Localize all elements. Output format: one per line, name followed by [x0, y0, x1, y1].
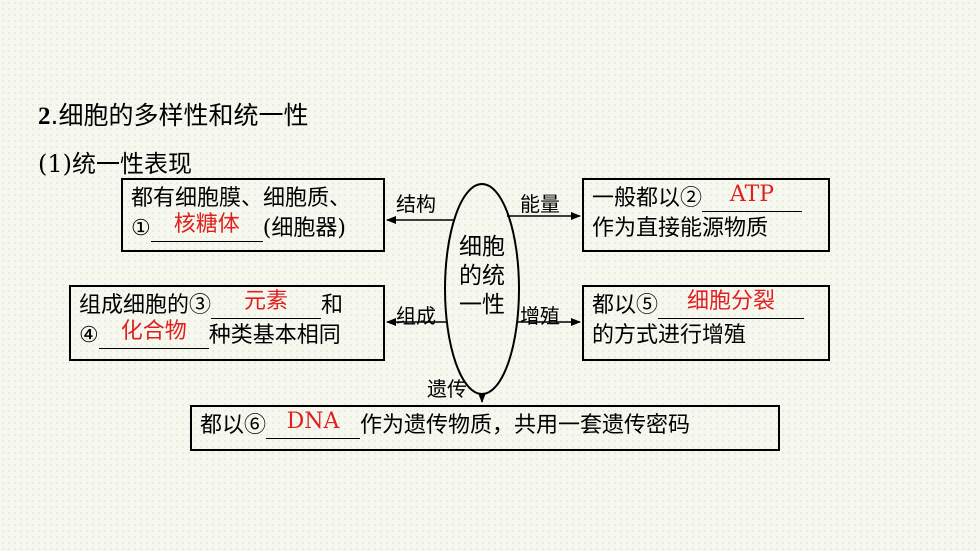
answer-3-blank: 元素 [211, 290, 322, 319]
subsection-title: (1)统一性表现 [38, 150, 192, 178]
edge-label-energy: 能量 [520, 192, 560, 216]
edge-label-composition: 组成 [396, 304, 436, 328]
answer-6-blank: DNA [266, 410, 361, 439]
center-label: 细胞 的统 一性 [459, 234, 505, 318]
edge-label-structure: 结构 [396, 192, 436, 216]
answer-4-blank: 化合物 [98, 320, 209, 349]
answer-1-blank: 核糖体 [150, 213, 263, 242]
edge-label-reproduction: 增殖 [520, 304, 560, 328]
edge-label-heredity: 遗传 [427, 377, 467, 401]
answer-2-blank: ATP [702, 183, 803, 212]
answer-5-blank: 细胞分裂 [658, 290, 805, 319]
section-title: 2.细胞的多样性和统一性 [38, 101, 309, 130]
